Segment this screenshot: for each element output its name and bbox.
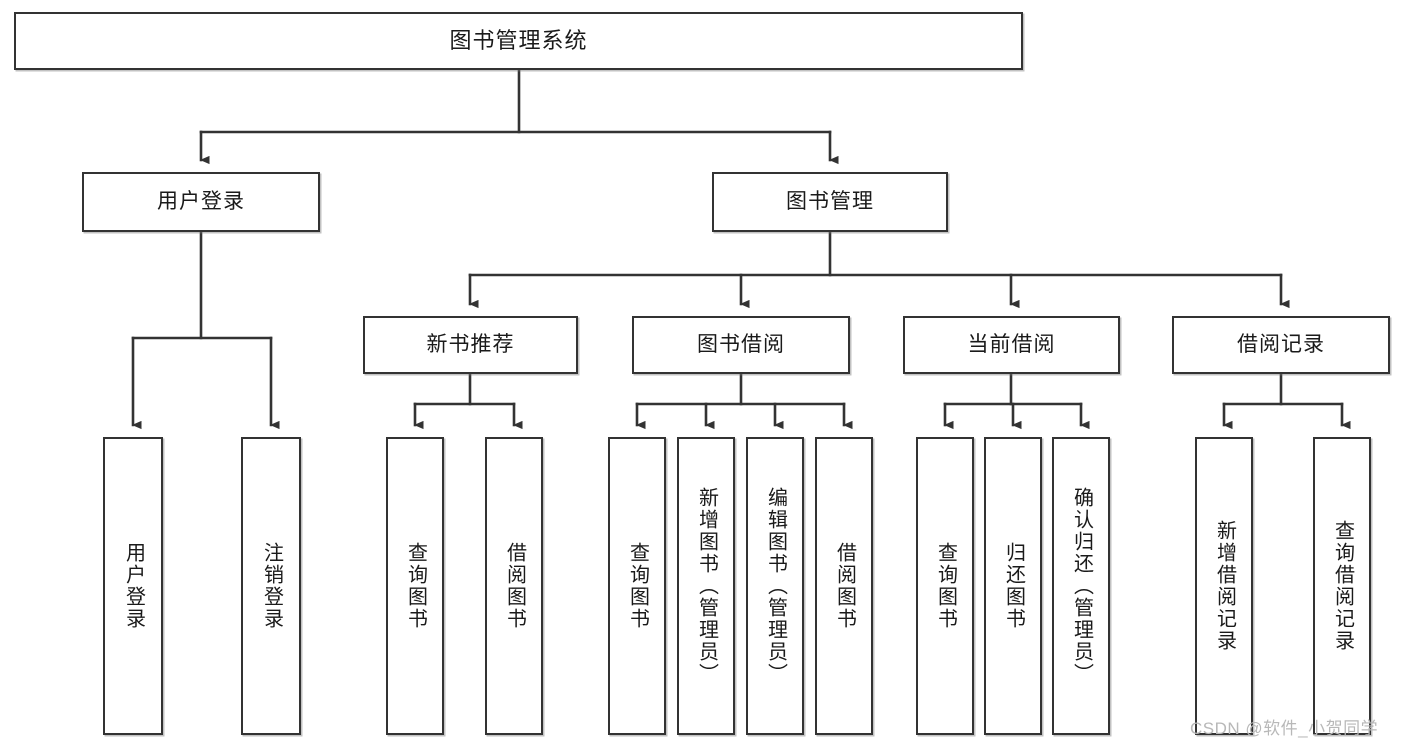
node-br-query-record[interactable]: 查询借阅记录	[1313, 437, 1371, 735]
node-bb-query-book[interactable]: 查询图书	[608, 437, 666, 735]
node-cb-confirm-return-admin[interactable]: 确认归还（管理员）	[1052, 437, 1110, 735]
node-new-book-recommend[interactable]: 新书推荐	[363, 316, 578, 374]
node-borrow-record[interactable]: 借阅记录	[1172, 316, 1390, 374]
watermark-text: CSDN @软件_小贺同学	[1190, 719, 1379, 738]
node-bb-borrow-book[interactable]: 借阅图书	[815, 437, 873, 735]
node-bb-edit-book-admin[interactable]: 编辑图书（管理员）	[746, 437, 804, 735]
node-cb-query-book[interactable]: 查询图书	[916, 437, 974, 735]
node-nbr-borrow-book[interactable]: 借阅图书	[485, 437, 543, 735]
node-br-add-record[interactable]: 新增借阅记录	[1195, 437, 1253, 735]
node-user-login[interactable]: 用户登录	[82, 172, 320, 232]
node-nbr-query-book[interactable]: 查询图书	[386, 437, 444, 735]
node-root[interactable]: 图书管理系统	[14, 12, 1023, 70]
node-bb-add-book-admin[interactable]: 新增图书（管理员）	[677, 437, 735, 735]
node-book-manage[interactable]: 图书管理	[712, 172, 948, 232]
node-book-borrow[interactable]: 图书借阅	[632, 316, 850, 374]
node-user-login-action[interactable]: 用户登录	[103, 437, 163, 735]
node-cb-return-book[interactable]: 归还图书	[984, 437, 1042, 735]
node-current-borrow[interactable]: 当前借阅	[903, 316, 1120, 374]
node-user-logout[interactable]: 注销登录	[241, 437, 301, 735]
